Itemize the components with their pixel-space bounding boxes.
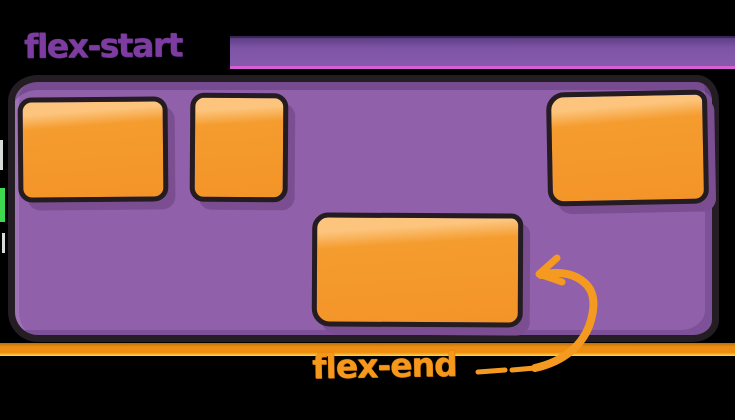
flex-item-3 [545,89,710,207]
edge-artifact-white [0,140,3,170]
edge-artifact-white [2,233,5,253]
flex-start-label: flex-start [23,25,182,66]
flex-item-1 [17,96,169,203]
flex-end-label: flex-end [311,344,457,387]
flex-container [8,75,719,342]
flex-item-4 [311,212,524,328]
flex-item-2 [189,92,289,203]
top-band-decoration [230,36,735,69]
edge-artifact-green [0,188,5,222]
